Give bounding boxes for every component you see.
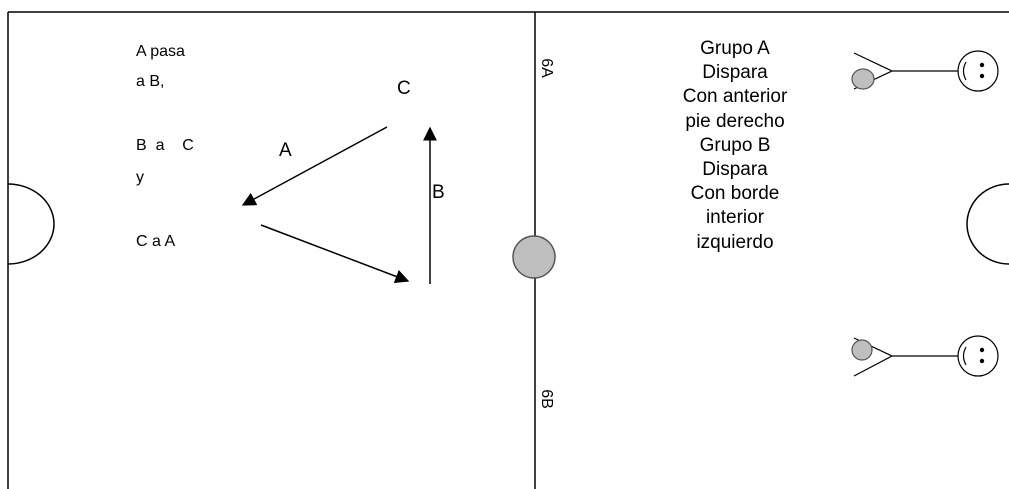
note-line-2: a B, (136, 73, 165, 90)
note-line-5: C a A (136, 233, 176, 250)
group-line: Grupo B (699, 134, 771, 156)
label-b: B (432, 182, 445, 203)
group-line: Grupo A (700, 38, 770, 59)
label-a: A (279, 140, 292, 161)
note-line-3: B a C (136, 137, 194, 154)
ball-bottom-icon (851, 339, 873, 361)
ball-top-icon (851, 68, 875, 90)
midline-label-6b: 6B (537, 389, 555, 409)
center-ball-icon (512, 235, 556, 279)
note-line-1: A pasa (136, 43, 185, 60)
arrow-a (241, 126, 388, 206)
midline-label-6a: 6A (537, 58, 555, 78)
note-line-4: y (136, 169, 144, 186)
group-line: Con borde (690, 183, 780, 205)
group-line: interior (705, 207, 765, 229)
group-line: pie derecho (685, 110, 785, 132)
right-goal-area (966, 183, 1009, 265)
group-line: Con anterior (682, 86, 788, 108)
player-bottom-icon (851, 335, 999, 377)
group-line: Dispara (702, 159, 768, 181)
left-goal-area (7, 183, 55, 265)
arrow-a-to-b (260, 224, 410, 284)
group-line: Dispara (702, 62, 768, 84)
field-border (7, 11, 1009, 489)
group-line: izquierdo (696, 231, 774, 253)
player-top-icon (851, 50, 999, 92)
group-instructions: Grupo A Dispara Con anterior pie derecho… (640, 37, 830, 255)
label-c: C (397, 78, 411, 99)
